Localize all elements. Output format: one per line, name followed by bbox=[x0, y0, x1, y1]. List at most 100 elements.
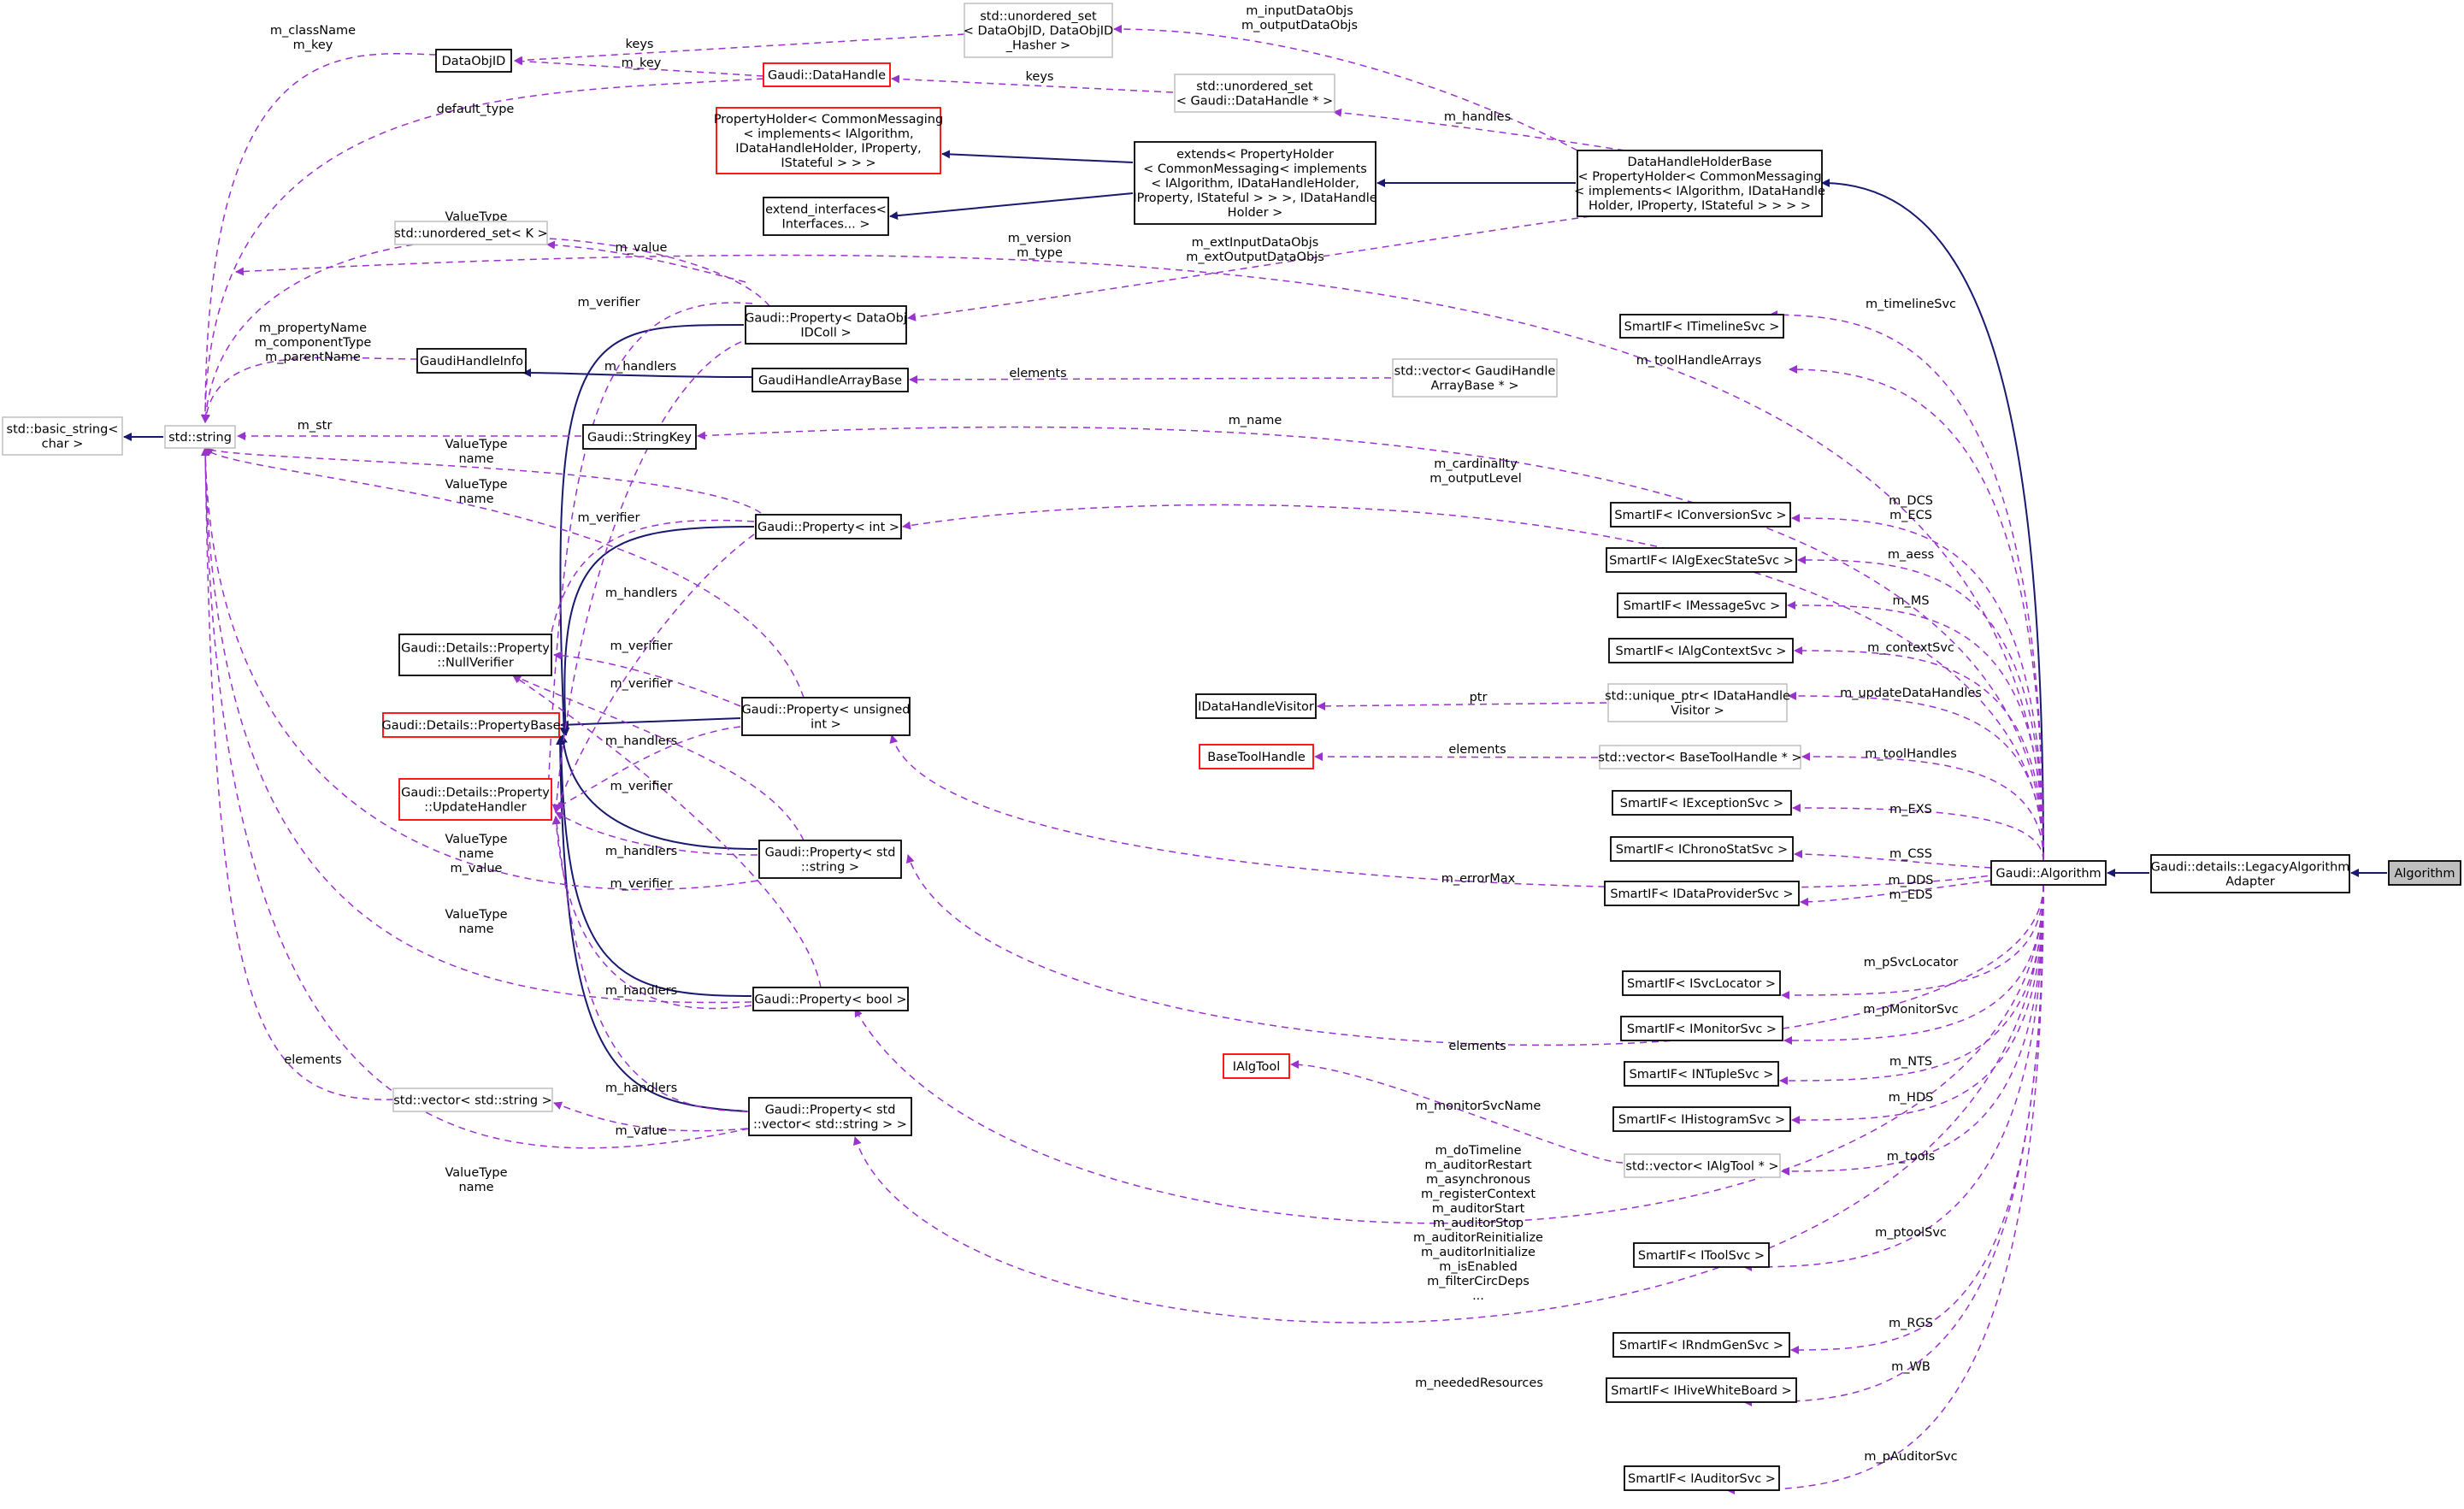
edge-label-m-tools: m_tools bbox=[1887, 1150, 1935, 1164]
edge-label-m-handlers-1: m_handlers bbox=[604, 360, 676, 374]
class-node-label-line: < implements< IAlgorithm, bbox=[743, 127, 913, 141]
class-node-property-bool[interactable]: Gaudi::Property< bool > bbox=[752, 987, 909, 1011]
class-node-sif-alg-exec-state[interactable]: SmartIF< IAlgExecStateSvc > bbox=[1606, 547, 1797, 573]
usage-edge-34 bbox=[902, 504, 2044, 860]
class-node-sif-chrono-stat[interactable]: SmartIF< IChronoStatSvc > bbox=[1610, 836, 1794, 862]
class-node-gaudi-handle-info[interactable]: GaudiHandleInfo bbox=[416, 348, 527, 374]
usage-edge-19 bbox=[201, 52, 437, 423]
class-node-unordered-set-datahandle[interactable]: std::unordered_set< Gaudi::DataHandle * … bbox=[1174, 74, 1335, 113]
edge-label-line: ptr bbox=[1470, 691, 1488, 704]
edge-label-line: m_str bbox=[298, 419, 333, 433]
edge-label-line: m_version bbox=[1008, 232, 1071, 245]
class-node-label-line: Gaudi::details::LegacyAlgorithm bbox=[2151, 861, 2350, 875]
class-node-label-line: std::unique_ptr< IDataHandle bbox=[1605, 690, 1790, 704]
class-node-label: std::vector< std::string > bbox=[393, 1094, 552, 1108]
class-node-gaudi-handle-array-base[interactable]: GaudiHandleArrayBase bbox=[752, 368, 909, 392]
class-node-box bbox=[1195, 693, 1317, 719]
usage-edge-64 bbox=[1794, 850, 1992, 869]
class-node-sif-monitor[interactable]: SmartIF< IMonitorSvc > bbox=[1620, 1016, 1783, 1041]
class-node-gaudi-algorithm[interactable]: Gaudi::Algorithm bbox=[1990, 860, 2107, 886]
class-node-box bbox=[382, 712, 560, 738]
class-node-sif-histogram[interactable]: SmartIF< IHistogramSvc > bbox=[1612, 1106, 1791, 1132]
class-node-label: PropertyHolder< CommonMessaging< impleme… bbox=[714, 113, 943, 170]
class-node-property-int[interactable]: Gaudi::Property< int > bbox=[755, 514, 902, 539]
class-node-sif-svc-locator[interactable]: SmartIF< ISvcLocator > bbox=[1622, 970, 1781, 996]
usage-edge-68 bbox=[1779, 884, 2044, 1085]
class-node-unordered-set-k[interactable]: std::unordered_set< K > bbox=[394, 221, 548, 245]
class-node-box bbox=[1612, 1332, 1790, 1358]
class-node-dataobjid[interactable]: DataObjID bbox=[435, 49, 512, 73]
class-node-box bbox=[1622, 970, 1781, 996]
inheritance-edge-12 bbox=[557, 735, 752, 997]
class-node-label-line: SmartIF< IAlgExecStateSvc > bbox=[1609, 554, 1794, 568]
class-node-sif-auditor[interactable]: SmartIF< IAuditorSvc > bbox=[1624, 1465, 1780, 1491]
class-node-sif-message[interactable]: SmartIF< IMessageSvc > bbox=[1617, 592, 1787, 618]
edge-label-line: m_WB bbox=[1891, 1360, 1931, 1374]
class-node-sif-tool[interactable]: SmartIF< IToolSvc > bbox=[1633, 1242, 1770, 1268]
class-node-label-line: std::unordered_set bbox=[980, 10, 1097, 24]
class-node-null-verifier[interactable]: Gaudi::Details::Property::NullVerifier bbox=[398, 634, 552, 676]
class-node-vector-ialgtool[interactable]: std::vector< IAlgTool * > bbox=[1624, 1153, 1781, 1178]
class-node-std-basic-string[interactable]: std::basic_string<char > bbox=[2, 416, 123, 456]
edge-label-elements-str: elements bbox=[284, 1053, 341, 1067]
class-node-label: SmartIF< IDataProviderSvc > bbox=[1610, 887, 1793, 901]
class-node-update-handler[interactable]: Gaudi::Details::Property::UpdateHandler bbox=[398, 778, 552, 821]
class-node-data-handle-holder-base[interactable]: DataHandleHolderBase< PropertyHolder< Co… bbox=[1574, 150, 1825, 217]
class-node-label-line: SmartIF< IRndmGenSvc > bbox=[1619, 1339, 1783, 1353]
class-node-vector-base-tool-handle[interactable]: std::vector< BaseToolHandle * > bbox=[1598, 745, 1802, 769]
class-node-sif-exception[interactable]: SmartIF< IExceptionSvc > bbox=[1612, 790, 1792, 816]
class-node-unordered-set-dataobjid[interactable]: std::unordered_set< DataObjID, DataObjID… bbox=[964, 3, 1113, 58]
class-node-box bbox=[1607, 683, 1788, 722]
class-node-label: SmartIF< IExceptionSvc > bbox=[1620, 797, 1783, 810]
class-node-label-line: SmartIF< IMonitorSvc > bbox=[1627, 1023, 1777, 1036]
edge-label-line: name bbox=[458, 922, 493, 936]
class-node-sif-timeline[interactable]: SmartIF< ITimelineSvc > bbox=[1619, 314, 1784, 339]
class-node-sif-ntuple[interactable]: SmartIF< INTupleSvc > bbox=[1624, 1061, 1779, 1087]
class-node-sif-conversion[interactable]: SmartIF< IConversionSvc > bbox=[1610, 502, 1791, 528]
class-node-label-line: ::NullVerifier bbox=[437, 657, 514, 670]
class-node-sif-hive-whiteboard[interactable]: SmartIF< IHiveWhiteBoard > bbox=[1606, 1377, 1797, 1403]
class-node-box bbox=[1577, 150, 1823, 217]
class-node-algorithm[interactable]: Algorithm bbox=[2388, 860, 2461, 886]
usage-edge-31 bbox=[697, 426, 2044, 860]
edge-label-m-handlers-4: m_handlers bbox=[605, 845, 677, 858]
class-node-base-tool-handle[interactable]: BaseToolHandle bbox=[1199, 744, 1314, 769]
edge-label-m-timeline-svc: m_timelineSvc bbox=[1866, 298, 1956, 311]
usage-edge-63 bbox=[1792, 804, 2044, 862]
usage-edge-66 bbox=[1781, 884, 2044, 999]
class-node-extends-property-holder[interactable]: extends< PropertyHolder< CommonMessaging… bbox=[1133, 141, 1377, 225]
class-node-gaudi-datahandle[interactable]: Gaudi::DataHandle bbox=[763, 62, 891, 87]
class-node-property-holder[interactable]: PropertyHolder< CommonMessaging< impleme… bbox=[714, 107, 943, 174]
usage-edge-72 bbox=[1790, 884, 2044, 1354]
class-node-property-std-string[interactable]: Gaudi::Property< std::string > bbox=[758, 840, 902, 879]
class-node-sif-rndm-gen[interactable]: SmartIF< IRndmGenSvc > bbox=[1612, 1332, 1790, 1358]
class-node-label-line: Gaudi::Details::Property bbox=[401, 787, 550, 800]
class-node-std-string[interactable]: std::string bbox=[164, 425, 236, 449]
class-node-property-vector-string[interactable]: Gaudi::Property< std::vector< std::strin… bbox=[748, 1097, 912, 1136]
class-node-sif-alg-context[interactable]: SmartIF< IAlgContextSvc > bbox=[1608, 638, 1794, 663]
class-node-idatahandle-visitor[interactable]: IDataHandleVisitor bbox=[1195, 693, 1317, 719]
edge-label-keys-dataobjid: keys bbox=[626, 38, 654, 51]
class-node-label: std::basic_string<char > bbox=[7, 423, 119, 451]
usage-edge-15 bbox=[514, 33, 965, 65]
edge-label-m-pmonitor-svc: m_pMonitorSvc bbox=[1863, 1003, 1958, 1017]
class-node-vector-std-string[interactable]: std::vector< std::string > bbox=[392, 1088, 553, 1112]
class-node-property-base[interactable]: Gaudi::Details::PropertyBase bbox=[381, 712, 561, 738]
class-node-gaudi-string-key[interactable]: Gaudi::StringKey bbox=[582, 424, 697, 450]
edge-label-line: m_extOutputDataObjs bbox=[1186, 251, 1324, 264]
class-node-box bbox=[582, 424, 697, 450]
class-node-ialgtool[interactable]: IAlgTool bbox=[1223, 1053, 1290, 1079]
edge-label-line: m_registerContext bbox=[1421, 1188, 1536, 1201]
class-node-label-line: DataHandleHolderBase bbox=[1628, 156, 1772, 169]
class-node-sif-data-provider[interactable]: SmartIF< IDataProviderSvc > bbox=[1604, 881, 1800, 906]
class-node-label: std::unordered_set< DataObjID, DataObjID… bbox=[964, 10, 1113, 53]
usage-edge-33 bbox=[544, 519, 755, 656]
class-node-extend-interfaces[interactable]: extend_interfaces<Interfaces... > bbox=[763, 197, 889, 236]
